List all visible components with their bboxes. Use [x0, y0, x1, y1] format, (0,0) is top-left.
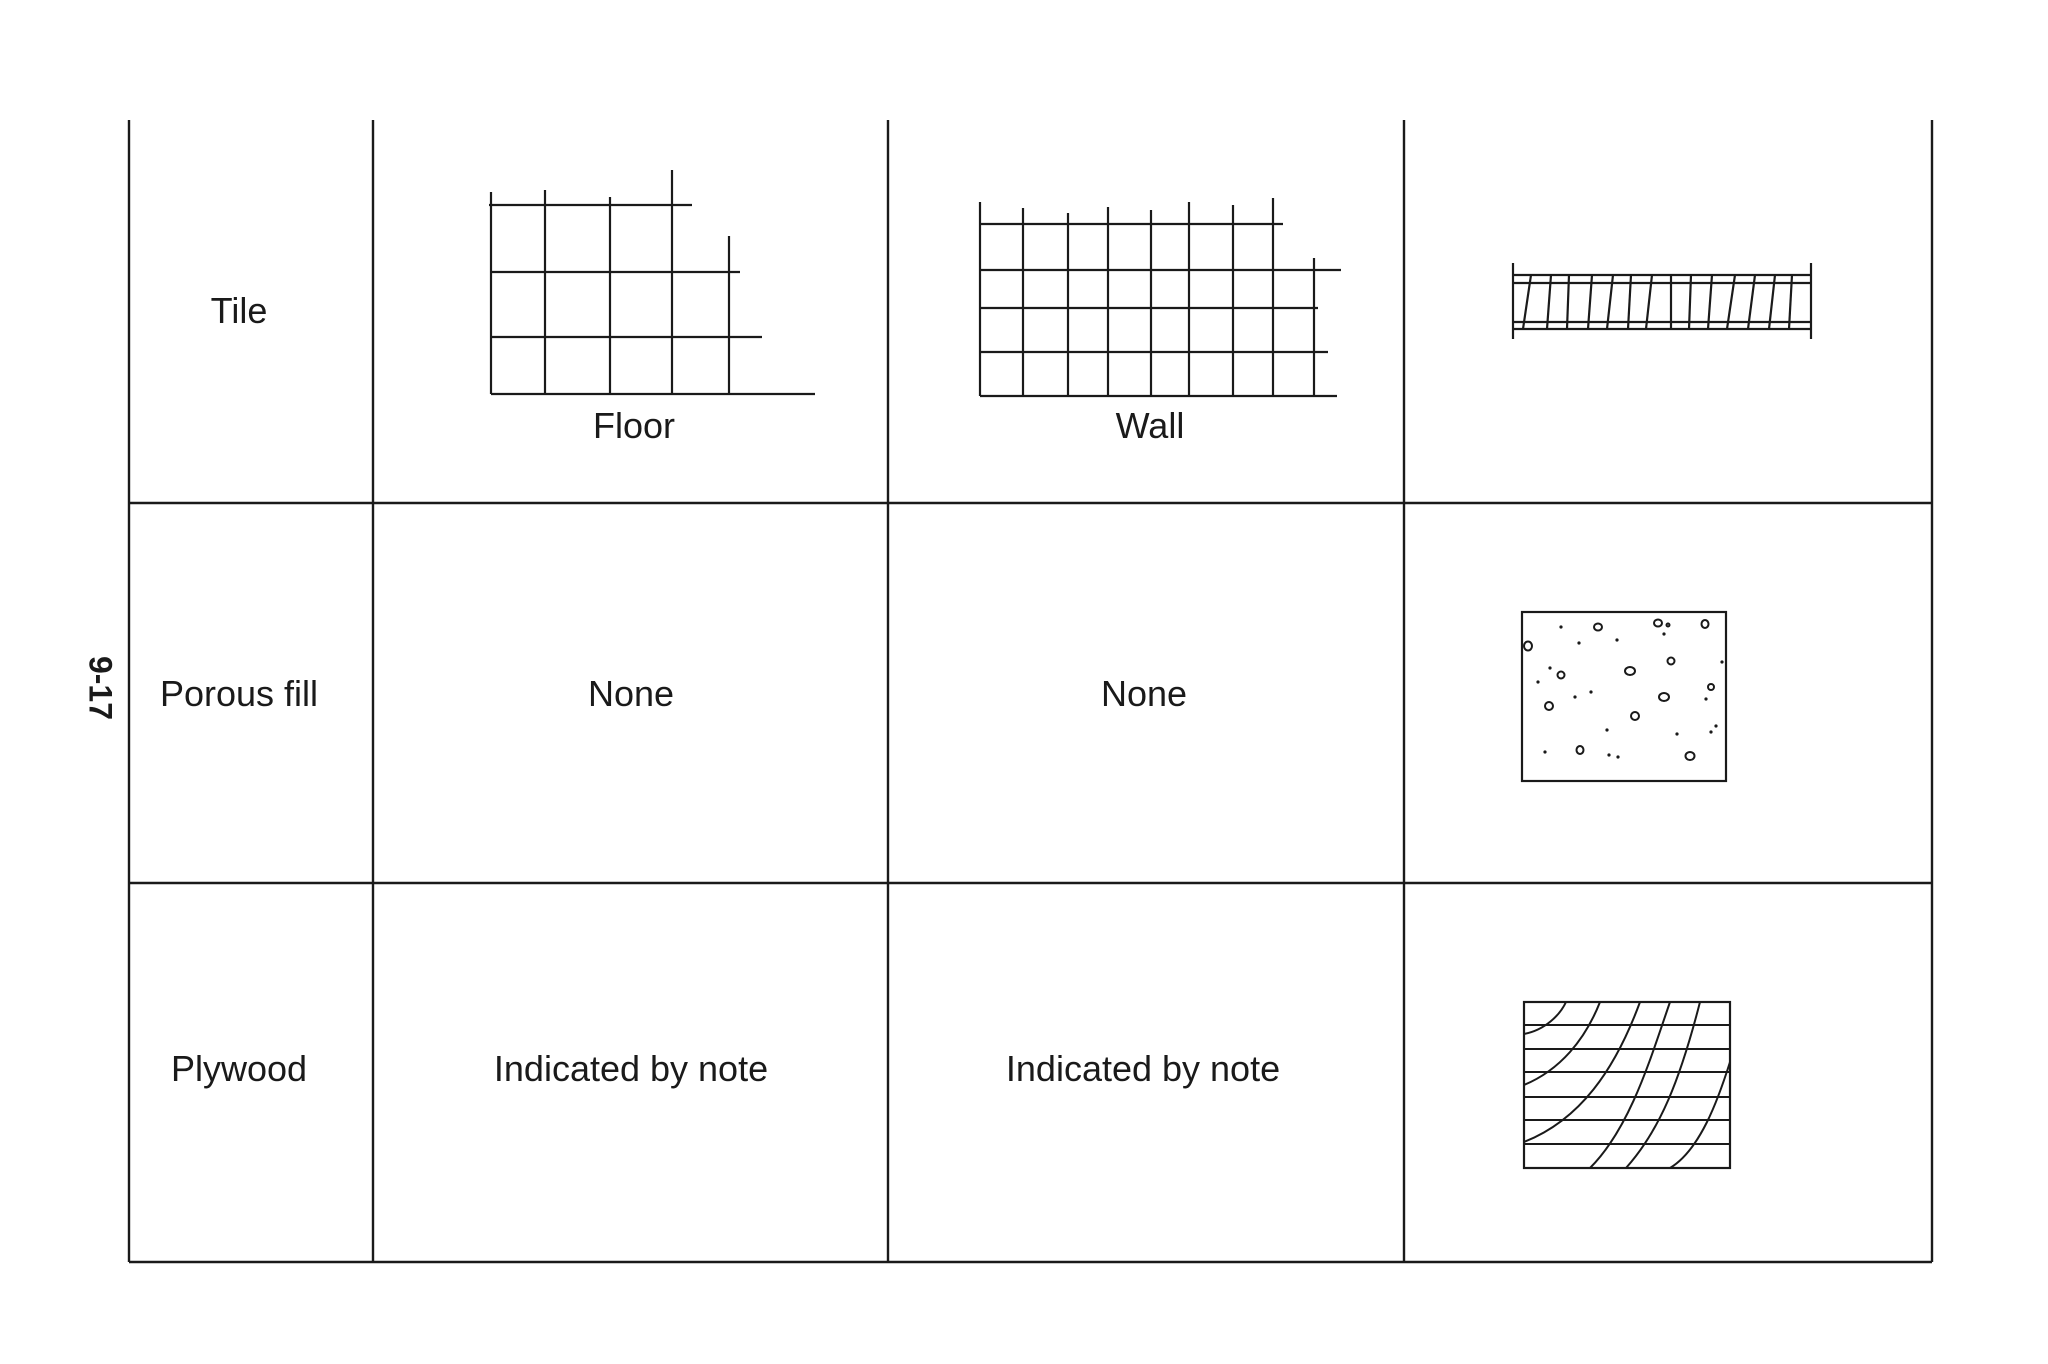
row-tile-material-label: Tile — [210, 290, 268, 331]
porous-fill-icon — [1520, 610, 1728, 783]
floor-caption: Floor — [592, 405, 676, 446]
tile-section-icon — [1511, 263, 1813, 339]
floor-tile-icon — [489, 170, 815, 396]
row-plywood-col2-value: Indicated by note — [493, 1048, 769, 1089]
page-number: 9-17 — [82, 655, 119, 721]
row-porous-fill-material-label: Porous fill — [159, 673, 319, 714]
row-porous-fill-col2-value: None — [587, 673, 675, 714]
wall-caption: Wall — [1115, 405, 1185, 446]
plywood-icon — [1522, 1000, 1732, 1170]
row-plywood-col3-value: Indicated by note — [1005, 1048, 1281, 1089]
wall-tile-icon — [978, 198, 1341, 398]
row-plywood-material-label: Plywood — [170, 1048, 308, 1089]
row-porous-fill-col3-value: None — [1100, 673, 1188, 714]
table-lines — [127, 120, 1934, 1264]
